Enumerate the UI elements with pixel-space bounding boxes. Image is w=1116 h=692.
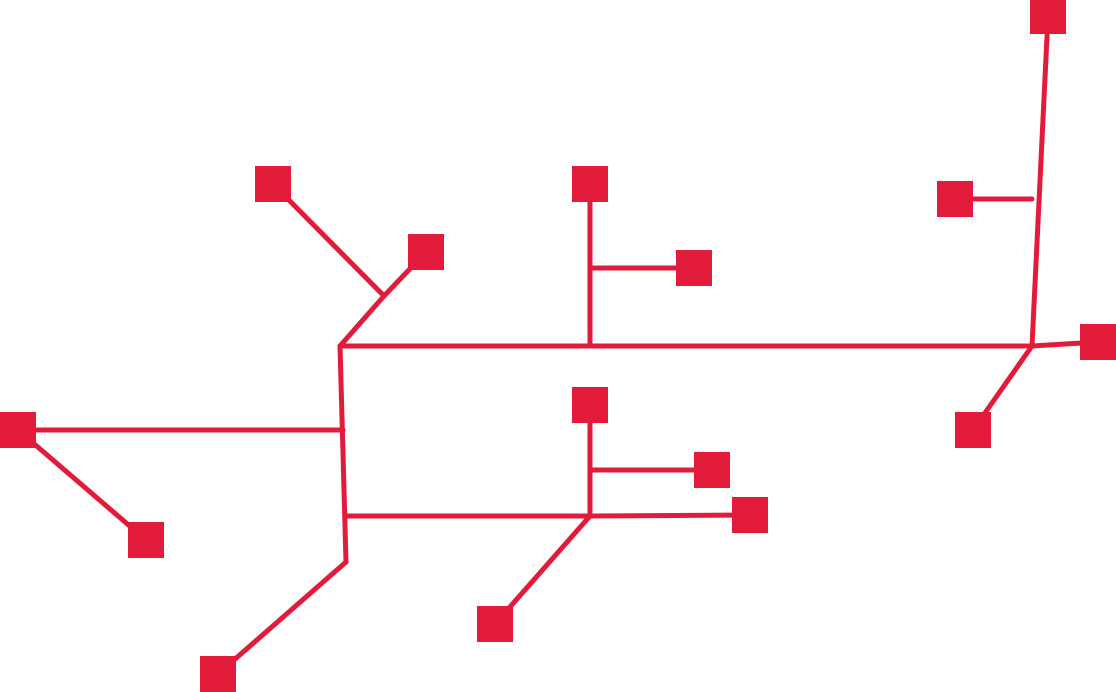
diagram-edge [15,427,149,543]
diagram-edge [1029,13,1051,349]
edge-group [15,13,1101,677]
diagram-node [477,606,513,642]
diagram-node [694,452,730,488]
diagram-edge [337,293,387,349]
diagram-edge [587,512,753,519]
diagram-node [128,522,164,558]
diagram-edge [337,343,349,565]
diagram-node [1080,324,1116,360]
diagram-node [0,412,36,448]
diagram-node [200,656,236,692]
diagram-node [676,250,712,286]
diagram-edge [215,559,349,677]
diagram-node [955,412,991,448]
diagram-node [1030,0,1066,34]
diagram-edge [270,181,387,299]
diagram-node [732,497,768,533]
diagram-node [572,387,608,423]
diagram-node [255,166,291,202]
diagram-node [408,234,444,270]
diagram-node [572,166,608,202]
diagram-node [937,181,973,217]
